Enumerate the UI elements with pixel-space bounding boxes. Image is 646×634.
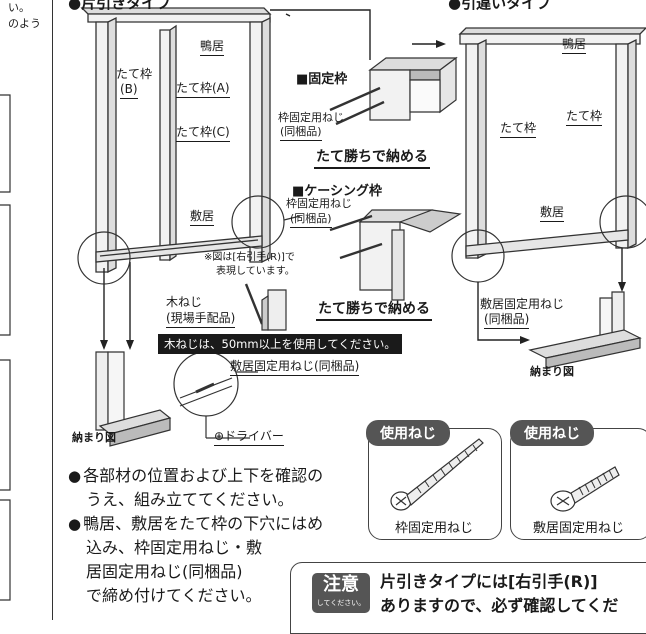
machine-screw-icon bbox=[550, 466, 620, 512]
left-strip: い。 のよう bbox=[0, 0, 52, 620]
caution-line-2: ありますので、必ず確認してくだ bbox=[380, 596, 619, 615]
instruction-item-1: ●各部材の位置および上下を確認の bbox=[68, 466, 324, 485]
casing-screw-2: (同梱品) bbox=[290, 212, 332, 228]
label-shikii-left: 敷居 bbox=[190, 209, 215, 226]
instruction-item-2-cont-1: 込み、枠固定用ねじ・敷 bbox=[86, 538, 263, 557]
label-tatewaku-right-left: たて枠 bbox=[500, 121, 537, 138]
screw-card-sill-caption: 敷居固定用ねじ bbox=[533, 521, 625, 536]
instruction-item-2-cont-2: 居固定用ねじ(同梱品) bbox=[86, 562, 243, 581]
kotei-screw-2: (同梱品) bbox=[280, 125, 322, 141]
caution-badge-sub: してください。 bbox=[316, 599, 366, 607]
instruction-list: ●各部材の位置および上下を確認の うえ、組み立ててください。 ●鴨居、敷居をたて… bbox=[68, 464, 323, 608]
label-kamoi-right: 鴨居 bbox=[562, 37, 587, 54]
kotei-caption: たて勝ちで納める bbox=[314, 146, 430, 169]
label-tatewaku-right-right: たて枠 bbox=[566, 109, 603, 126]
screw-card-frame-caption: 枠固定用ねじ bbox=[395, 521, 474, 536]
label-shikii-right: 敷居 bbox=[540, 205, 565, 222]
screw-card-frame-tab: 使用ねじ bbox=[366, 420, 450, 446]
screw-card-sill: 敷居固定用ねじ bbox=[510, 428, 646, 540]
left-strip-text-2: のよう bbox=[8, 17, 41, 30]
right-diagram-title: ●引違いタイプ bbox=[448, 0, 552, 12]
caution-badge-main: 注意 bbox=[323, 574, 359, 595]
label-mokuneji-1: 木ねじ bbox=[166, 295, 203, 309]
instruction-item-2: ●鴨居、敷居をたて枠の下穴にはめ bbox=[68, 514, 324, 533]
instruction-item-1-cont: うえ、組み立ててください。 bbox=[86, 490, 294, 509]
label-osamari-left: 納まり図 bbox=[72, 431, 116, 444]
label-kamoi-left: 鴨居 bbox=[200, 39, 225, 56]
label-note-1: ※図は[右引手(R)]で bbox=[204, 252, 295, 263]
label-driver: ⊕ドライバー bbox=[214, 429, 284, 446]
left-strip-boxes bbox=[0, 94, 11, 601]
woodscrew-length-note: 木ねじは、50mm以上を使用してください。 bbox=[158, 334, 402, 354]
column-divider bbox=[52, 0, 53, 620]
label-tatewaku-c: たて枠(C) bbox=[176, 125, 230, 142]
label-tatewaku-b-1: たて枠 bbox=[116, 67, 153, 81]
label-shikii-neji-right-2: (同梱品) bbox=[484, 312, 530, 329]
label-note-2: 表現しています。 bbox=[216, 266, 295, 277]
label-tatewaku-b-2: (B) bbox=[120, 82, 138, 99]
casing-screw-1: 枠固定用ねじ bbox=[286, 197, 352, 210]
caution-badge: 注意 してください。 bbox=[312, 573, 370, 613]
label-osamari-right: 納まり図 bbox=[530, 365, 574, 378]
assembly-illustration bbox=[77, 7, 646, 447]
caution-line-1: 片引きタイプには[右引手(R)] bbox=[380, 572, 598, 591]
casing-title: ■ケーシング枠 bbox=[292, 184, 383, 199]
screw-card-frame: 枠固定用ねじ bbox=[368, 428, 502, 540]
casing-caption: たて勝ちで納める bbox=[316, 298, 432, 321]
label-shikii-neji-right-1: 敷居固定用ねじ bbox=[480, 297, 565, 311]
label-tatewaku-a: たて枠(A) bbox=[176, 81, 230, 98]
kotei-screw-1: 枠固定用ねじ bbox=[278, 111, 344, 124]
screw-card-sill-tab: 使用ねじ bbox=[510, 420, 594, 446]
left-strip-text-1: い。 bbox=[8, 1, 30, 14]
wood-screw-icon bbox=[390, 438, 484, 511]
label-mokuneji-2: (現場手配品) bbox=[166, 311, 236, 328]
label-shikii-neji: 敷居固定用ねじ(同梱品) bbox=[230, 359, 360, 376]
kotei-title: ■固定枠 bbox=[296, 72, 348, 87]
instruction-item-2-cont-3: で締め付けてください。 bbox=[86, 586, 262, 605]
left-diagram-title: ●片引きタイプ bbox=[68, 0, 172, 12]
